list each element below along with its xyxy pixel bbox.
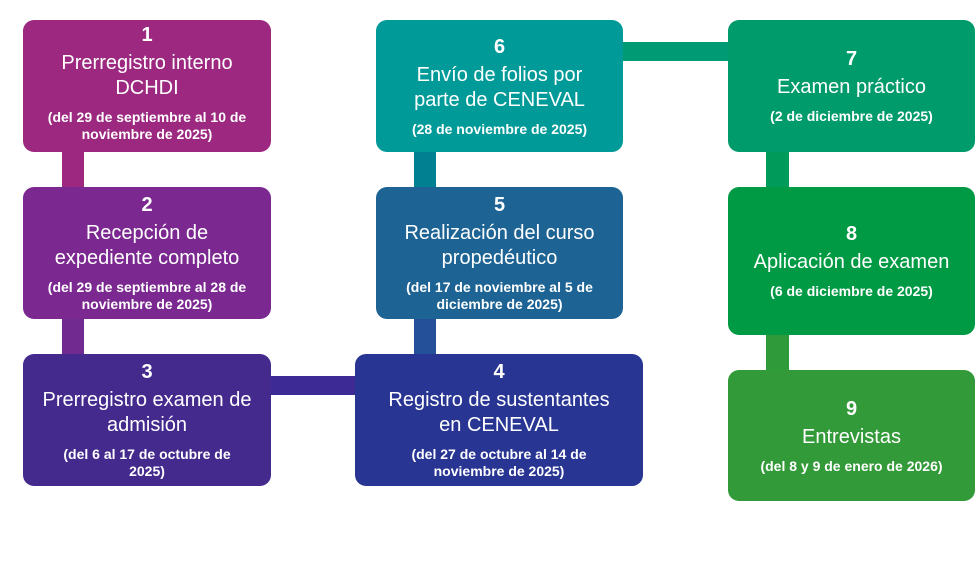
connector-7-8	[766, 152, 789, 187]
step-title: Registro de sustentantes en CENEVAL	[388, 389, 610, 436]
step-title: Aplicación de examen	[753, 251, 950, 273]
connector-5-6	[414, 152, 436, 187]
step-date: (6 de diciembre de 2025)	[770, 283, 933, 299]
step-number: 4	[493, 361, 505, 383]
step-title: Realización del curso propedéutico	[404, 222, 595, 269]
step-title: Recepción de expediente completo	[54, 222, 240, 269]
step-date: (del 6 al 17 de octubre de 2025)	[63, 446, 231, 479]
step-number: 7	[845, 48, 858, 70]
step-number: 1	[141, 24, 153, 46]
step-2-box: 2 Recepción de expediente completo (del …	[23, 187, 271, 319]
step-title: Entrevistas	[802, 425, 901, 448]
connector-2-3	[62, 319, 84, 354]
connector-6-7	[623, 42, 728, 61]
step-number: 5	[493, 194, 506, 216]
step-date: (28 de noviembre de 2025)	[411, 120, 588, 137]
step-8-box: 8 Aplicación de examen (6 de diciembre d…	[728, 187, 975, 335]
step-title: Examen práctico	[777, 76, 926, 98]
step-5-box: 5 Realización del curso propedéutico (de…	[376, 187, 623, 319]
step-number: 9	[845, 397, 858, 420]
step-number: 8	[845, 223, 858, 245]
connector-3-4	[271, 376, 355, 395]
step-date: (del 29 de septiembre al 28 de noviembre…	[47, 279, 247, 312]
step-number: 2	[141, 194, 153, 216]
step-date: (2 de diciembre de 2025)	[770, 108, 933, 124]
step-title: Prerregistro examen de admisión	[42, 389, 252, 436]
step-7-box: 7 Examen práctico (2 de diciembre de 202…	[728, 20, 975, 152]
step-1-box: 1 Prerregistro interno DCHDI (del 29 de …	[23, 20, 271, 152]
step-date: (del 29 de septiembre al 10 de noviembre…	[47, 109, 247, 142]
step-date: (del 27 de octubre al 14 de noviembre de…	[411, 446, 587, 479]
step-3-box: 3 Prerregistro examen de admisión (del 6…	[23, 354, 271, 486]
connector-1-2	[62, 152, 84, 187]
step-4-box: 4 Registro de sustentantes en CENEVAL (d…	[355, 354, 643, 486]
step-title: Prerregistro interno DCHDI	[61, 52, 233, 99]
step-number: 6	[493, 35, 506, 58]
step-9-box: 9 Entrevistas (del 8 y 9 de enero de 202…	[728, 370, 975, 501]
step-date: (del 17 de noviembre al 5 de diciembre d…	[406, 279, 593, 312]
step-title: Envío de folios por parte de CENEVAL	[414, 63, 585, 111]
step-number: 3	[141, 361, 153, 383]
step-6-box: 6 Envío de folios por parte de CENEVAL (…	[376, 20, 623, 152]
step-date: (del 8 y 9 de enero de 2026)	[760, 457, 943, 474]
connector-8-9	[766, 335, 789, 370]
connector-4-5	[414, 319, 436, 354]
